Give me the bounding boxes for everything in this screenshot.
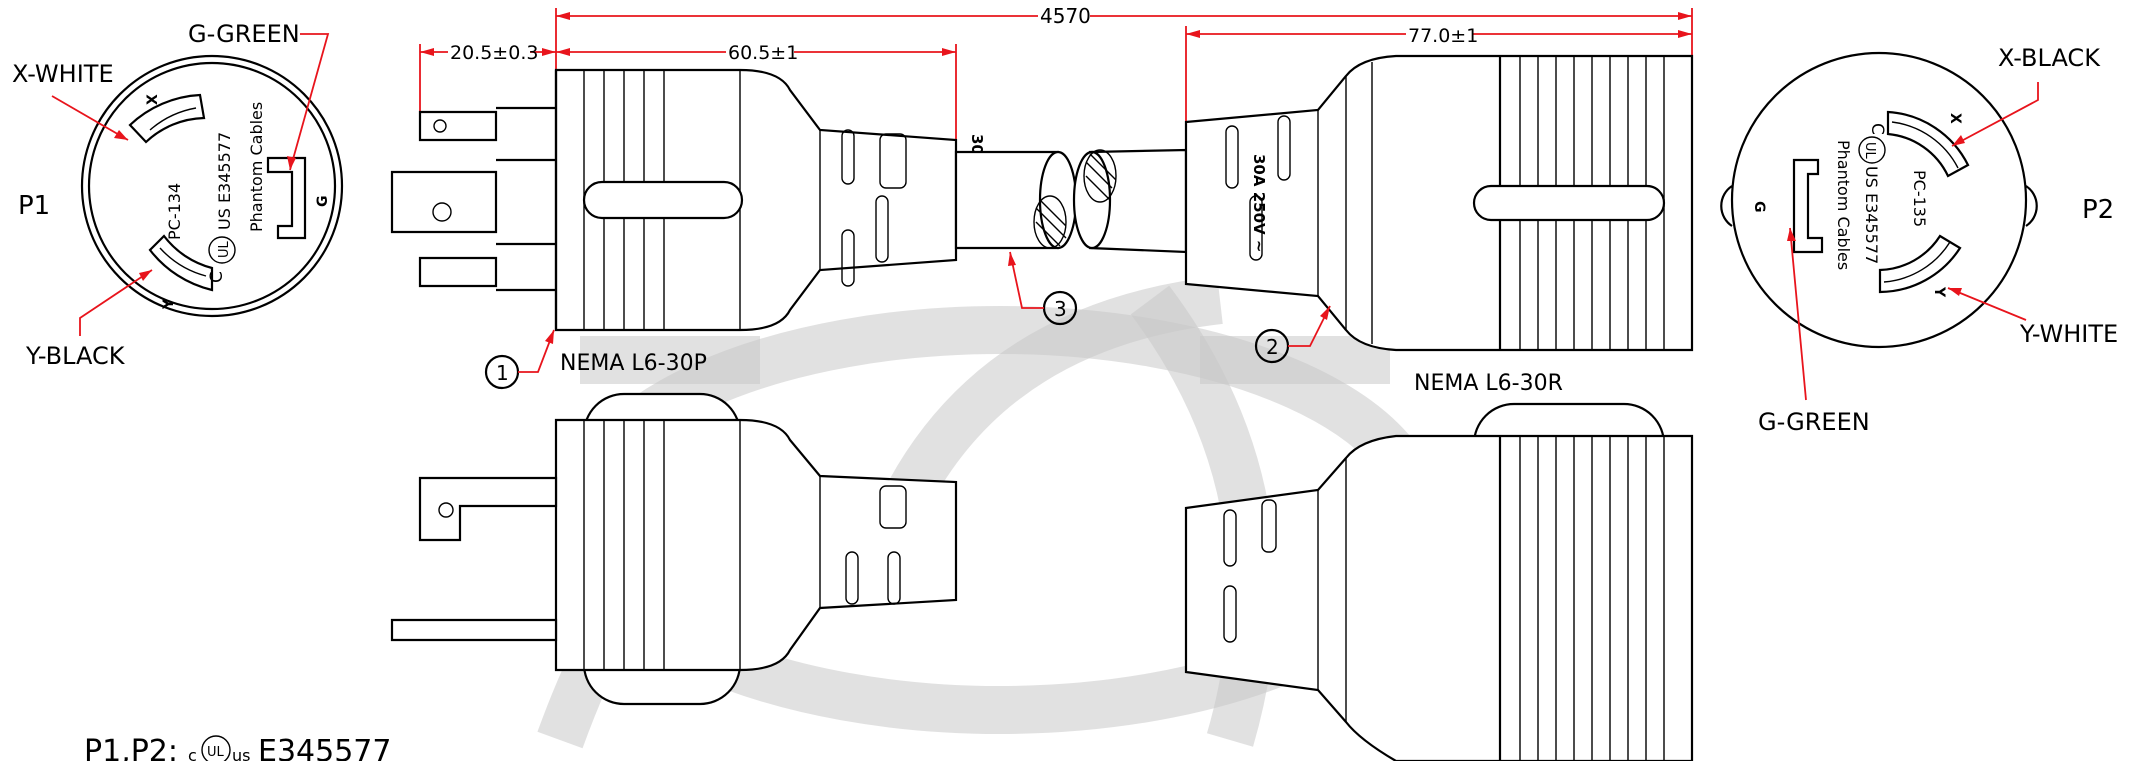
callout-3: 3 xyxy=(1054,297,1067,321)
p1-g-mark: G xyxy=(315,196,331,208)
plug-side-view: 30A 250V ~ xyxy=(390,68,986,332)
cert-note-prefix: P1,P2: xyxy=(84,734,178,761)
p2-labels: P2 X-BLACK Y-WHITE G-GREEN xyxy=(1758,44,2118,436)
p1-g-wire-label: G-GREEN xyxy=(188,20,300,48)
connector-body-dim: 77.0±1 xyxy=(1408,25,1478,47)
p2-brand-text: Phantom Cables xyxy=(1834,140,1853,270)
p2-g-mark: G xyxy=(1751,201,1767,213)
p1-x-mark: X xyxy=(145,94,161,105)
p2-g-wire-label: G-GREEN xyxy=(1758,408,1870,436)
plug-bottom-view xyxy=(390,392,958,706)
p1-y-wire-label: Y-BLACK xyxy=(25,342,126,370)
p2-y-mark: Y xyxy=(1931,286,1947,298)
plug-body-dim: 60.5±1 xyxy=(728,42,798,64)
connector-side-view: 30A 250V ~ xyxy=(1184,54,1694,352)
cert-note-c: c xyxy=(188,746,197,761)
p2-x-mark: X xyxy=(1947,113,1963,124)
p2-ul-mark: UL xyxy=(1862,142,1877,160)
dimension-lines: 4570 20.5±0.3 60.5±1 77.0±1 xyxy=(419,3,1693,140)
cable xyxy=(954,148,1188,254)
connector-bottom-view xyxy=(1184,402,1694,761)
p1-model-text: PC-134 xyxy=(165,183,184,240)
cert-note-ul: UL xyxy=(207,745,225,760)
p2-face-view: UL C Phantom Cables US E345577 PC-135 X … xyxy=(1720,51,2038,349)
p2-cert-text: US E345577 xyxy=(1862,166,1881,264)
connector-rating-text: 30A 250V ~ xyxy=(1250,154,1268,252)
p2-designator: P2 xyxy=(2082,195,2114,225)
p1-ul-mark: UL xyxy=(217,240,232,258)
p1-cert-text: US E345577 xyxy=(215,132,234,230)
p2-x-wire-label: X-BLACK xyxy=(1998,44,2101,72)
overall-length-dim: 4570 xyxy=(1040,4,1091,28)
connector-part-name: NEMA L6-30R xyxy=(1414,371,1563,396)
p1-face-view: UL C PC-134 US E345577 Phantom Cables X … xyxy=(80,54,344,318)
p1-brand-text: Phantom Cables xyxy=(247,102,266,232)
pin-length-dim: 20.5±0.3 xyxy=(450,42,538,64)
p1-c-mark: C xyxy=(207,271,227,283)
certification-note: P1,P2: c UL us E345577 xyxy=(84,734,391,761)
p2-c-mark: C xyxy=(1867,123,1887,135)
p2-model-text: PC-135 xyxy=(1910,170,1929,227)
plug-part-name: NEMA L6-30P xyxy=(560,351,707,376)
cert-note-number: E345577 xyxy=(258,734,391,761)
p1-labels: P1 X-WHITE G-GREEN Y-BLACK xyxy=(12,20,330,370)
cert-note-us: us xyxy=(232,746,250,761)
callouts: 1 NEMA L6-30P 2 NEMA L6-30R 3 xyxy=(484,251,1563,396)
callout-2: 2 xyxy=(1266,335,1279,359)
p1-x-wire-label: X-WHITE xyxy=(12,60,114,88)
p1-y-mark: Y xyxy=(161,298,177,310)
callout-1: 1 xyxy=(496,361,509,385)
p2-y-wire-label: Y-WHITE xyxy=(2019,320,2118,348)
p1-designator: P1 xyxy=(18,191,50,221)
